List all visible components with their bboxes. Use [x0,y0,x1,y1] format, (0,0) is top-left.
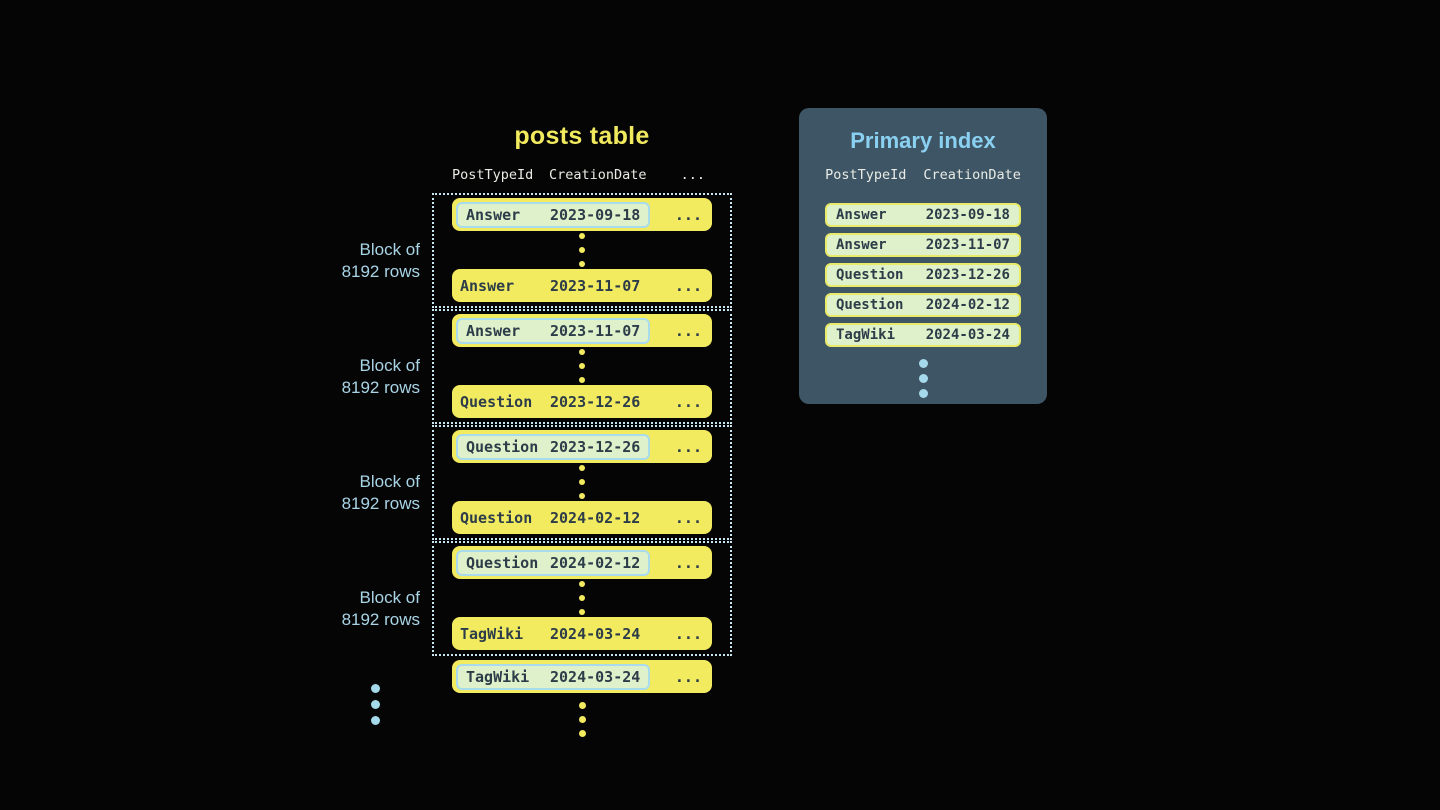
table-row: Question 2024-02-12 ... [452,546,712,579]
table-row: TagWiki 2024-03-24 ... [452,660,712,693]
block-3: Question 2023-12-26 ... Question 2024-02… [432,425,732,540]
row-creationdate: 2023-09-18 [550,205,641,224]
block-label-line1: Block of [359,356,420,375]
column-header-creationdate: CreationDate [923,167,1021,183]
more-blocks-ellipsis-dots-icon [371,684,380,725]
row-creationdate: 2023-11-07 [550,321,641,340]
vertical-ellipsis-dots-icon [452,579,712,617]
vertical-ellipsis-dots-icon [452,231,712,269]
row-posttypeid: TagWiki [836,327,896,343]
row-creationdate: 2023-12-26 [550,392,641,411]
row-ellipsis: ... [674,624,702,643]
table-row: Question 2023-12-26 ... [452,385,712,418]
column-header-posttypeid: PostTypeId [452,167,534,183]
column-header-ellipsis: ... [680,167,705,183]
row-posttypeid: Answer [466,205,521,224]
row-posttypeid: Question [460,508,533,527]
block-label-4: Block of 8192 rows [260,587,420,630]
row-ellipsis: ... [674,321,702,340]
vertical-ellipsis-dots-icon [452,347,712,385]
indexed-row-highlight: Question 2023-12-26 [456,433,651,460]
row-posttypeid: Answer [460,276,515,295]
index-row: TagWiki 2024-03-24 [825,323,1021,347]
row-creationdate: 2024-02-12 [550,553,641,572]
primary-index-column-headers: PostTypeId CreationDate [799,167,1047,183]
index-row: Question 2023-12-26 [825,263,1021,287]
row-ellipsis: ... [674,667,702,686]
block-2: Answer 2023-11-07 ... Question 2023-12-2… [432,309,732,424]
column-header-posttypeid: PostTypeId [825,167,907,183]
row-ellipsis: ... [674,392,702,411]
table-row: TagWiki 2024-03-24 ... [452,617,712,650]
indexed-row-highlight: Answer 2023-09-18 [456,201,651,228]
row-posttypeid: Question [466,553,539,572]
table-row: Question 2023-12-26 ... [452,430,712,463]
block-label-3: Block of 8192 rows [260,471,420,514]
row-posttypeid: Answer [836,207,887,223]
block-label-1: Block of 8192 rows [260,239,420,282]
block-1: Answer 2023-09-18 ... Answer 2023-11-07 … [432,193,732,308]
row-posttypeid: TagWiki [460,624,524,643]
table-row: Answer 2023-09-18 ... [452,198,712,231]
row-posttypeid: Answer [466,321,521,340]
row-creationdate: 2023-11-07 [925,237,1010,253]
row-ellipsis: ... [674,437,702,456]
index-row: Answer 2023-11-07 [825,233,1021,257]
block-label-line2: 8192 rows [341,609,420,629]
primary-index-panel: Primary index PostTypeId CreationDate An… [799,108,1047,404]
row-creationdate: 2024-03-24 [925,327,1010,343]
more-rows-ellipsis-dots-icon [432,702,732,737]
row-posttypeid: TagWiki [466,667,530,686]
row-creationdate: 2023-09-18 [925,207,1010,223]
row-creationdate: 2024-03-24 [550,667,641,686]
more-index-entries-ellipsis-dots-icon [799,359,1047,398]
block-label-line1: Block of [359,240,420,259]
indexed-row-highlight: Answer 2023-11-07 [456,317,651,344]
row-ellipsis: ... [674,553,702,572]
indexed-row-highlight: Question 2024-02-12 [456,549,651,576]
row-creationdate: 2023-11-07 [550,276,641,295]
row-creationdate: 2024-02-12 [925,297,1010,313]
table-row: Answer 2023-11-07 ... [452,314,712,347]
row-creationdate: 2023-12-26 [550,437,641,456]
row-ellipsis: ... [674,205,702,224]
vertical-ellipsis-dots-icon [452,463,712,501]
block-label-2: Block of 8192 rows [260,355,420,398]
block-label-line2: 8192 rows [341,493,420,513]
block-4: Question 2024-02-12 ... TagWiki 2024-03-… [432,541,732,656]
row-creationdate: 2023-12-26 [925,267,1010,283]
block-label-line1: Block of [359,588,420,607]
table-row: Question 2024-02-12 ... [452,501,712,534]
row-posttypeid: Question [460,392,533,411]
row-creationdate: 2024-03-24 [550,624,641,643]
block-label-line1: Block of [359,472,420,491]
column-header-creationdate: CreationDate [549,167,647,183]
block-label-line2: 8192 rows [341,261,420,281]
row-creationdate: 2024-02-12 [550,508,641,527]
block-label-line2: 8192 rows [341,377,420,397]
primary-index-rows: Answer 2023-09-18 Answer 2023-11-07 Ques… [825,203,1021,347]
index-row: Question 2024-02-12 [825,293,1021,317]
row-posttypeid: Question [466,437,539,456]
row-posttypeid: Answer [836,237,887,253]
row-ellipsis: ... [674,508,702,527]
row-posttypeid: Question [836,267,904,283]
index-row: Answer 2023-09-18 [825,203,1021,227]
primary-index-title: Primary index [850,128,996,153]
row-posttypeid: Question [836,297,904,313]
posts-table-blocks: Answer 2023-09-18 ... Answer 2023-11-07 … [432,193,732,737]
table-row: Answer 2023-11-07 ... [452,269,712,302]
row-ellipsis: ... [674,276,702,295]
posts-table-title: posts table [514,122,650,150]
posts-table-column-headers: PostTypeId CreationDate ... [452,167,705,183]
indexed-row-highlight: TagWiki 2024-03-24 [456,663,651,690]
